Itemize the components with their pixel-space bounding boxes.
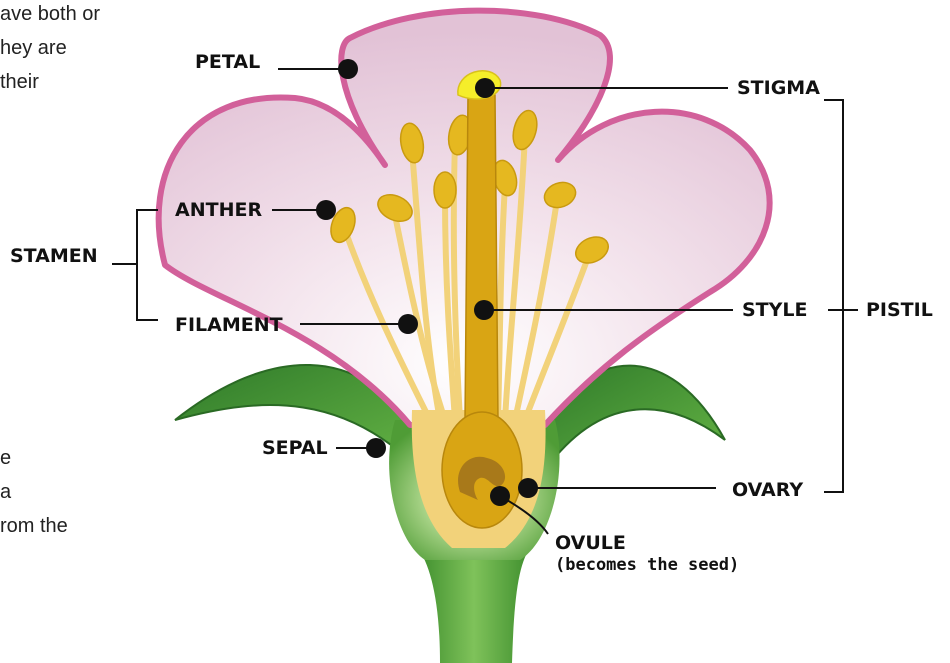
stamen-bracket [137,210,158,320]
filament-marker [398,314,418,334]
label-petal: PETAL [195,51,260,73]
anther-marker [316,200,336,220]
petal-marker [338,59,358,79]
pistil-bracket [824,100,843,492]
label-ovary: OVARY [732,479,803,501]
sepal-marker [366,438,386,458]
label-sepal: SEPAL [262,437,328,459]
label-stigma: STIGMA [737,77,820,99]
pistil-style [465,90,498,420]
ovary-marker [518,478,538,498]
ovule-marker [490,486,510,506]
stem [418,548,530,663]
label-stamen: STAMEN [10,245,98,267]
label-anther: ANTHER [175,199,262,221]
style-marker [474,300,494,320]
label-ovule-note: (becomes the seed) [555,555,739,575]
label-pistil: PISTIL [866,299,933,321]
stigma-marker [475,78,495,98]
label-style: STYLE [742,299,808,321]
label-filament: FILAMENT [175,314,283,336]
label-ovule: OVULE [555,532,626,554]
